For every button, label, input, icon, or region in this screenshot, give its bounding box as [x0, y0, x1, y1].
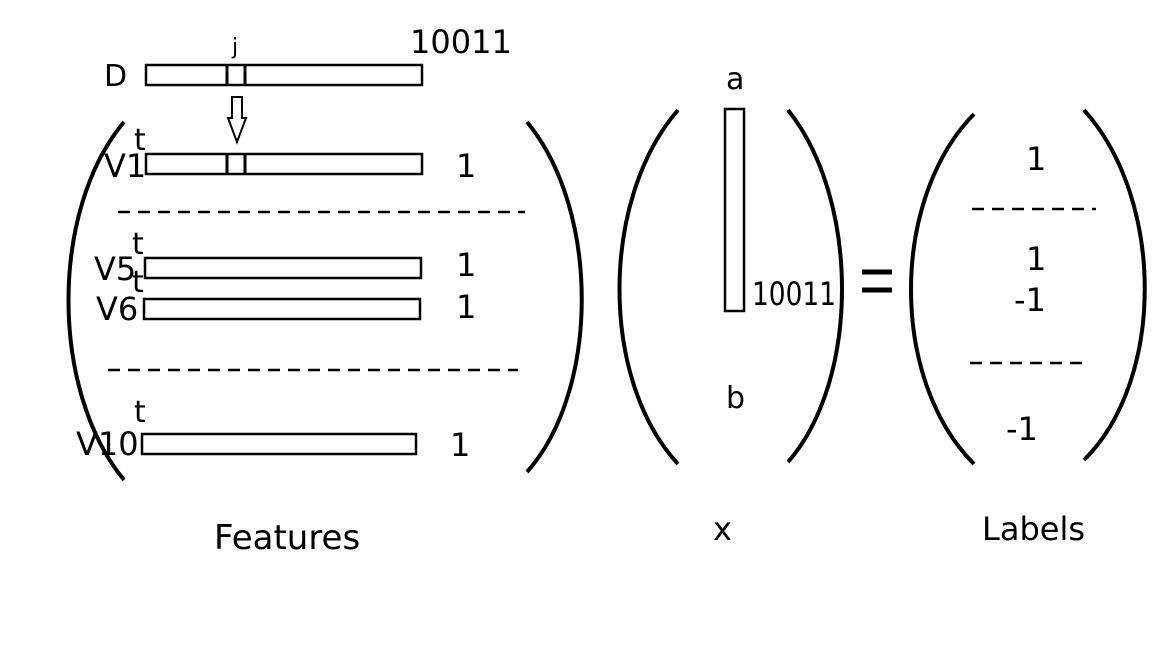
v6-transpose-mark: t	[132, 265, 144, 300]
index-j-label: j	[231, 35, 238, 60]
label-value-1: 1	[1026, 140, 1046, 178]
v1-value: 1	[456, 147, 476, 185]
equals-sign	[862, 269, 892, 293]
x-right-paren	[786, 108, 844, 464]
v1-feature-bar	[144, 152, 424, 176]
features-right-paren	[525, 120, 584, 474]
features-caption: Features	[214, 518, 360, 558]
v5-feature-bar	[143, 256, 423, 280]
label-value-2: 1	[1026, 240, 1046, 278]
v10-feature-bar	[140, 432, 418, 456]
labels-left-paren	[909, 112, 976, 466]
arrow-down-icon	[226, 96, 248, 145]
v6-value: 1	[456, 288, 476, 326]
label-value-3: -1	[1014, 281, 1046, 319]
v6-label: V6	[96, 290, 138, 328]
labels-right-paren	[1082, 108, 1147, 462]
v10-value: 1	[450, 426, 470, 464]
x-caption: x	[713, 510, 732, 548]
d-vector-bar	[144, 63, 424, 87]
v5-transpose-mark: t	[132, 227, 144, 262]
d-dimension-label: 10011	[410, 23, 512, 61]
v10-label: V10	[76, 425, 139, 463]
d-label: D	[104, 59, 127, 94]
v1-label: V1	[104, 147, 146, 185]
v6-feature-bar	[142, 297, 422, 321]
features-left-paren	[66, 120, 126, 482]
label-value-4: -1	[1006, 410, 1038, 448]
x-bottom-label-b: b	[726, 381, 745, 416]
labels-caption: Labels	[982, 510, 1085, 548]
v5-label: V5	[94, 250, 136, 288]
x-dimension-label: 10011	[752, 275, 836, 313]
x-vector-bar	[723, 107, 746, 313]
x-left-paren	[617, 108, 680, 466]
v1-transpose-mark: t	[134, 123, 146, 158]
v10-transpose-mark: t	[134, 395, 146, 430]
x-top-label-a: a	[726, 62, 744, 97]
v5-value: 1	[456, 246, 476, 284]
